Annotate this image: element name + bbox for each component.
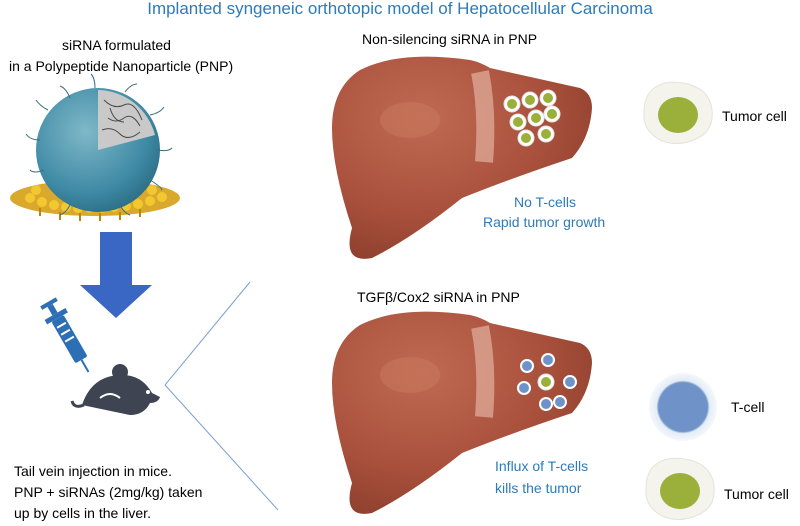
injection-note-line3: up by cells in the liver. [14,505,151,521]
t-cell-legend-label: T-cell [731,399,765,415]
sirna-strands [101,99,143,138]
bracket-line-top [164,281,251,386]
nanoparticle-cutaway [98,90,155,150]
t-cell-legend-icon [649,373,717,441]
tumor-cell-legend-label-bottom: Tumor cell [724,486,789,502]
tumor-cell-legend-icon-bottom [645,457,715,520]
pnp-label-line2: in a Polypeptide Nanoparticle (PNP) [9,58,234,74]
syringe-icon [40,297,90,373]
injection-note-line2: PNP + siRNAs (2mg/kg) taken [14,484,203,500]
figure-title: Implanted syngeneic orthotopic model of … [147,0,653,18]
top-panel-result-line1: No T-cells [514,194,576,210]
bracket-line-bottom [164,384,279,511]
injection-note-line1: Tail vein injection in mice. [14,463,172,479]
surface-chains [25,73,173,216]
tumor-cell-legend-icon-top [643,81,713,144]
tumor-cluster-top [503,89,561,147]
top-panel-heading: Non-silencing siRNA in PNP [362,31,538,47]
pnp-label-line1: siRNA formulated [62,37,171,53]
down-arrow [80,232,152,318]
top-panel-result-line2: Rapid tumor growth [483,214,606,230]
bottom-panel-result-line1: Influx of T-cells [495,458,589,474]
mouse-icon [70,364,160,415]
bottom-panel-result-line2: kills the tumor [495,480,582,496]
tcell-tumor-cluster-bottom [517,353,577,411]
bottom-panel-heading: TGFβ/Cox2 siRNA in PNP [357,289,520,305]
tumor-cell-legend-label-top: Tumor cell [722,108,787,124]
nanoparticle-illustration [10,73,180,221]
